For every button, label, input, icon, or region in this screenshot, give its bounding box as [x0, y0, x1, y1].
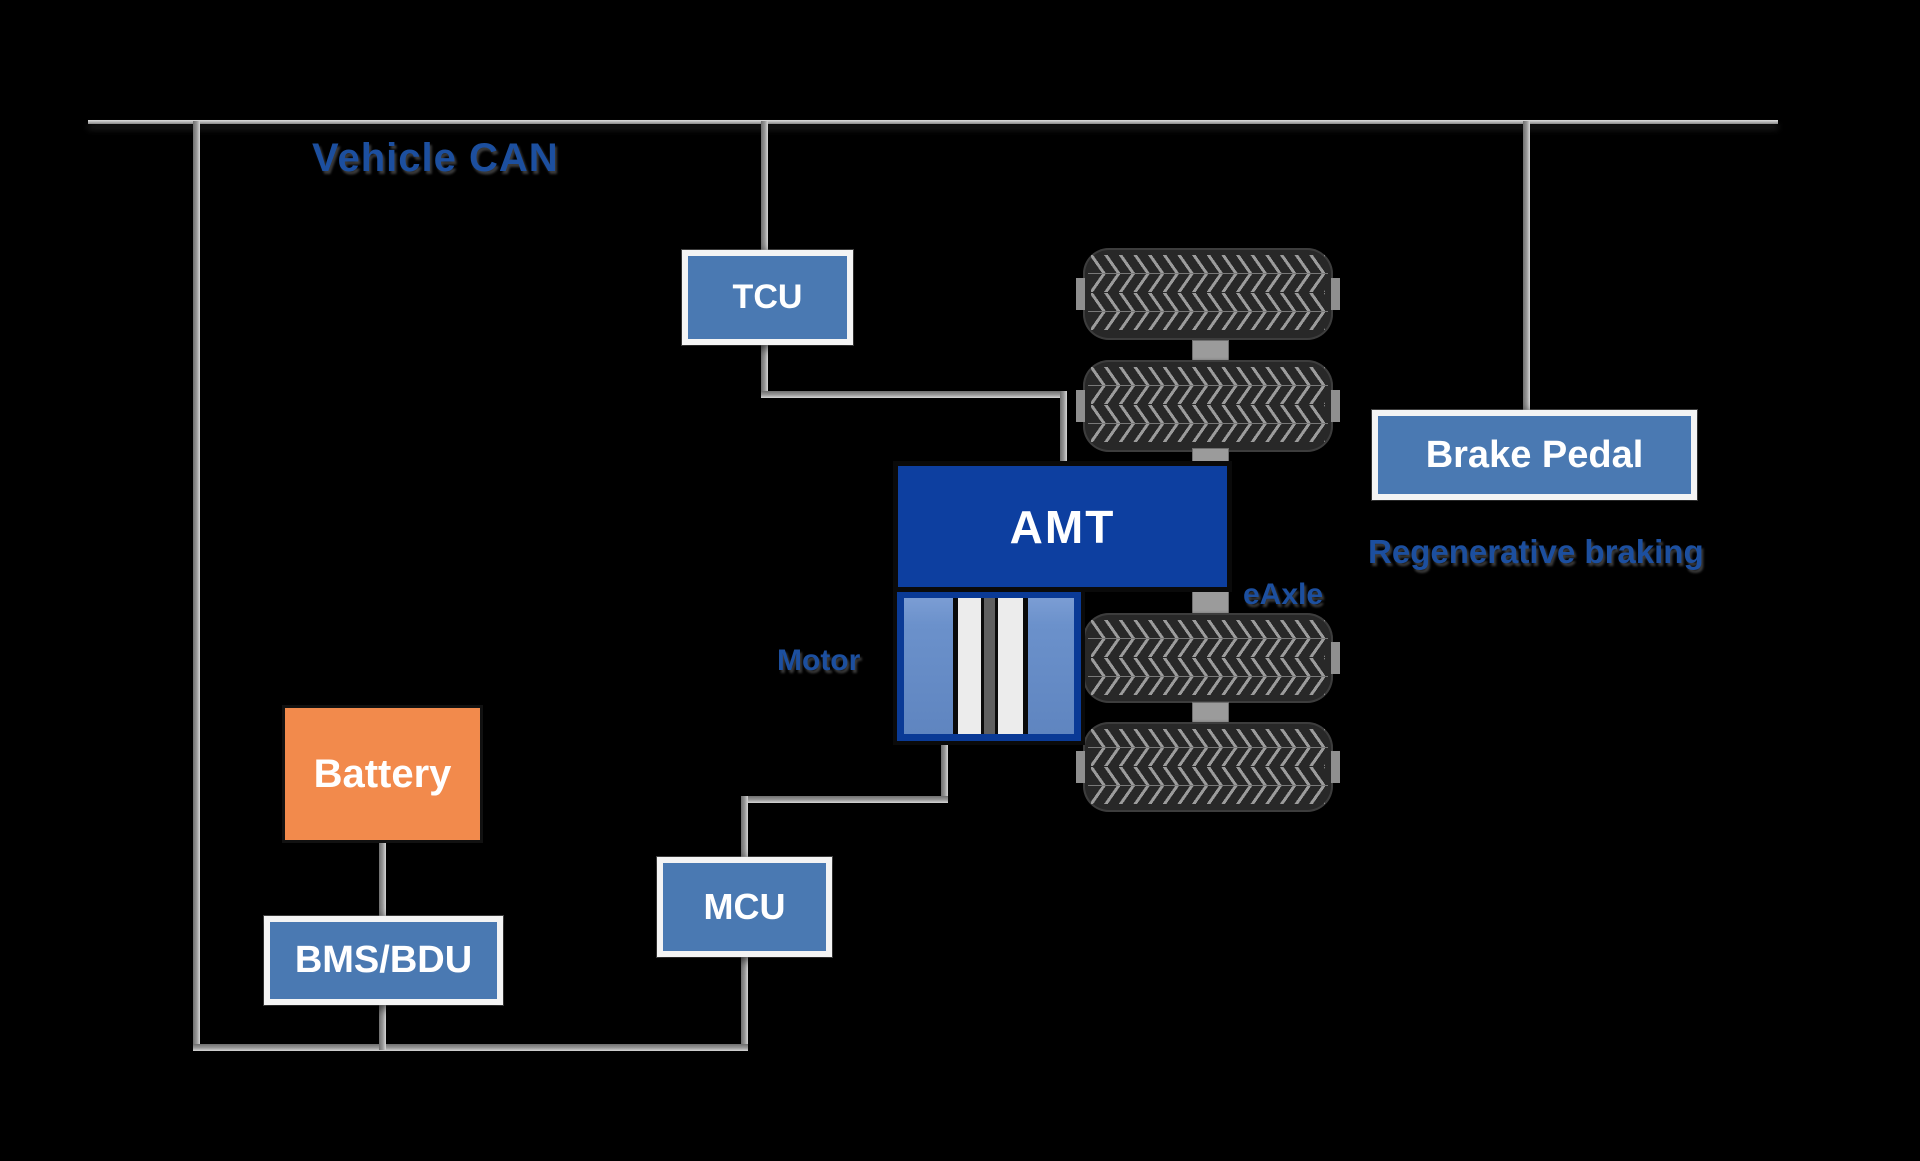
connector-tcu-to-amt-horizontal: [761, 391, 1067, 398]
tcu-box: TCU: [682, 250, 853, 345]
mcu-box: MCU: [657, 857, 832, 957]
connector-bms-to-rail: [379, 1000, 386, 1050]
connector-battery-to-bms: [379, 841, 386, 921]
tire-front-inner: [1083, 360, 1333, 452]
connector-to-mcu-top: [741, 796, 748, 861]
eaxle-label: eAxle: [1243, 578, 1324, 611]
battery-label: Battery: [313, 751, 452, 796]
connector-can-to-bottom-rail: [193, 121, 200, 1051]
tcu-label: TCU: [732, 278, 803, 316]
connector-motor-drop: [941, 742, 948, 803]
battery-box: Battery: [282, 705, 483, 843]
wheel-hub-rear: [1192, 702, 1229, 723]
bottom-rail-line: [193, 1044, 748, 1051]
connector-drop-to-amt: [1060, 391, 1067, 467]
tire-front-outer: [1083, 248, 1333, 340]
vehicle-can-label: Vehicle CAN: [312, 136, 559, 180]
brake-pedal-label: Brake Pedal: [1425, 433, 1644, 476]
bms-bdu-label: BMS/BDU: [294, 939, 473, 981]
motor-unit-graphic: [893, 587, 1085, 745]
mcu-label: MCU: [703, 886, 786, 927]
connector-can-to-brake-pedal: [1523, 121, 1530, 416]
motor-label: Motor: [777, 644, 861, 677]
axle-hub-lower: [1192, 589, 1229, 615]
tire-rear-outer: [1083, 722, 1333, 812]
connector-mcu-to-rail: [741, 955, 748, 1051]
connector-motor-to-mcu-horizontal: [741, 796, 948, 803]
tire-rear-inner: [1083, 613, 1333, 703]
amt-label: AMT: [1009, 500, 1116, 553]
brake-pedal-box: Brake Pedal: [1372, 410, 1697, 500]
regenerative-braking-label: Regenerative braking: [1368, 533, 1704, 570]
bms-bdu-box: BMS/BDU: [264, 916, 503, 1005]
wheel-hub-front: [1192, 340, 1229, 362]
vehicle-can-bus-line: [88, 120, 1778, 124]
amt-box: AMT: [893, 461, 1232, 592]
